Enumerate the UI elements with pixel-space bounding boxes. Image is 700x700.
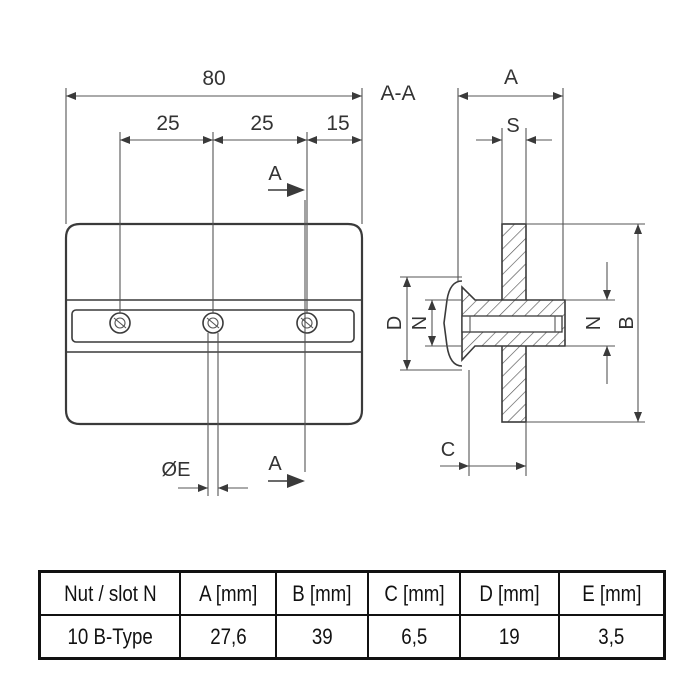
dim-overall-label: 80 <box>202 67 225 90</box>
section-label: A-A <box>380 82 415 105</box>
cell-b: 39 <box>275 614 370 660</box>
cell-a: 27,6 <box>179 614 278 660</box>
hole-2 <box>202 312 224 334</box>
svg-text:A: A <box>268 163 282 185</box>
spec-table: Nut / slot N A [mm] B [mm] C [mm] D [mm]… <box>38 570 666 660</box>
header-c: C [mm] <box>367 570 462 616</box>
cell-nut-slot: 10 B-Type <box>38 614 182 660</box>
cell-d: 19 <box>459 614 560 660</box>
plate-outline <box>64 222 364 426</box>
table-row: 10 B-Type 27,6 39 6,5 19 3,5 <box>38 614 666 660</box>
header-b: B [mm] <box>275 570 370 616</box>
cell-c: 6,5 <box>367 614 462 660</box>
side-step-label: S <box>506 115 519 137</box>
dim-end-label: 15 <box>326 112 349 135</box>
hole-diameter-label: ØE <box>162 459 191 481</box>
nut-head <box>443 280 463 367</box>
header-nut-slot: Nut / slot N <box>38 570 182 616</box>
dim-pitch-1-label: 25 <box>156 112 179 135</box>
header-d: D [mm] <box>459 570 560 616</box>
side-width-label: A <box>504 66 518 89</box>
side-thickness-label: C <box>441 439 455 461</box>
hole-1 <box>109 312 131 334</box>
side-right-n-label: N <box>583 316 605 330</box>
cell-e: 3,5 <box>557 614 666 660</box>
dim-pitch-2-label: 25 <box>250 112 273 135</box>
section-arrow-bottom: A <box>268 453 305 488</box>
side-left-n-label: N <box>409 316 431 330</box>
section-arrow-top: A <box>268 163 305 197</box>
side-height-label: B <box>616 316 638 329</box>
table-header-row: Nut / slot N A [mm] B [mm] C [mm] D [mm]… <box>38 570 666 616</box>
header-a: A [mm] <box>179 570 278 616</box>
svg-text:A: A <box>268 453 282 475</box>
side-view: A S B N D N C <box>384 66 645 476</box>
screw-bore <box>461 315 563 333</box>
front-view: 80 25 25 15 A-A A A ØE <box>64 67 416 496</box>
header-e: E [mm] <box>557 570 666 616</box>
side-left-d-label: D <box>384 316 406 330</box>
hole-3 <box>296 312 318 334</box>
